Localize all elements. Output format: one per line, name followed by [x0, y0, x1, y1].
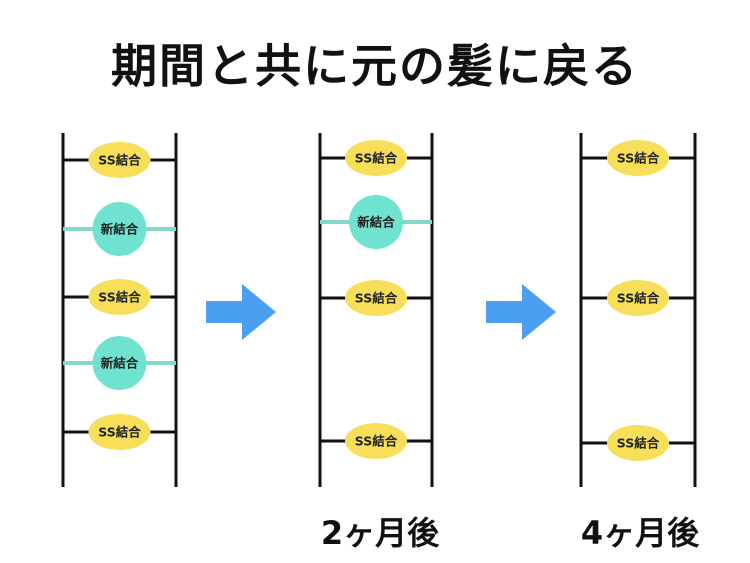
ss-bond-label: SS結合	[617, 436, 660, 451]
ss-bond-node	[607, 280, 669, 316]
right-arrow-icon	[486, 284, 556, 340]
right-arrow-icon	[206, 284, 276, 340]
new-bond-node	[349, 195, 403, 249]
new-bond-node	[92, 202, 147, 256]
ss-bond-label: SS結合	[355, 434, 398, 449]
ss-bond-node	[607, 425, 669, 461]
new-bond-node	[92, 336, 147, 390]
caption-2-months: 2ヶ月後	[320, 514, 440, 552]
ss-bond-node	[88, 279, 151, 315]
caption-4-months: 4ヶ月後	[580, 514, 700, 552]
ss-bond-label: SS結合	[98, 425, 141, 440]
ss-bond-label: SS結合	[355, 291, 398, 306]
new-bond-label: 新結合	[357, 215, 395, 230]
ss-bond-label: SS結合	[98, 153, 141, 168]
ss-bond-node	[88, 142, 151, 178]
new-bond-label: 新結合	[101, 356, 139, 371]
ss-bond-node	[345, 140, 407, 176]
ss-bond-node	[88, 414, 151, 450]
ss-bond-node	[345, 423, 407, 459]
ss-bond-label: SS結合	[98, 290, 141, 305]
ss-bond-label: SS結合	[355, 151, 398, 166]
ss-bond-label: SS結合	[617, 151, 660, 166]
ss-bond-node	[607, 140, 669, 176]
page-title: 期間と共に元の髪に戻る	[111, 39, 639, 93]
new-bond-label: 新結合	[101, 222, 139, 237]
ss-bond-label: SS結合	[617, 291, 660, 306]
ss-bond-node	[345, 280, 407, 316]
